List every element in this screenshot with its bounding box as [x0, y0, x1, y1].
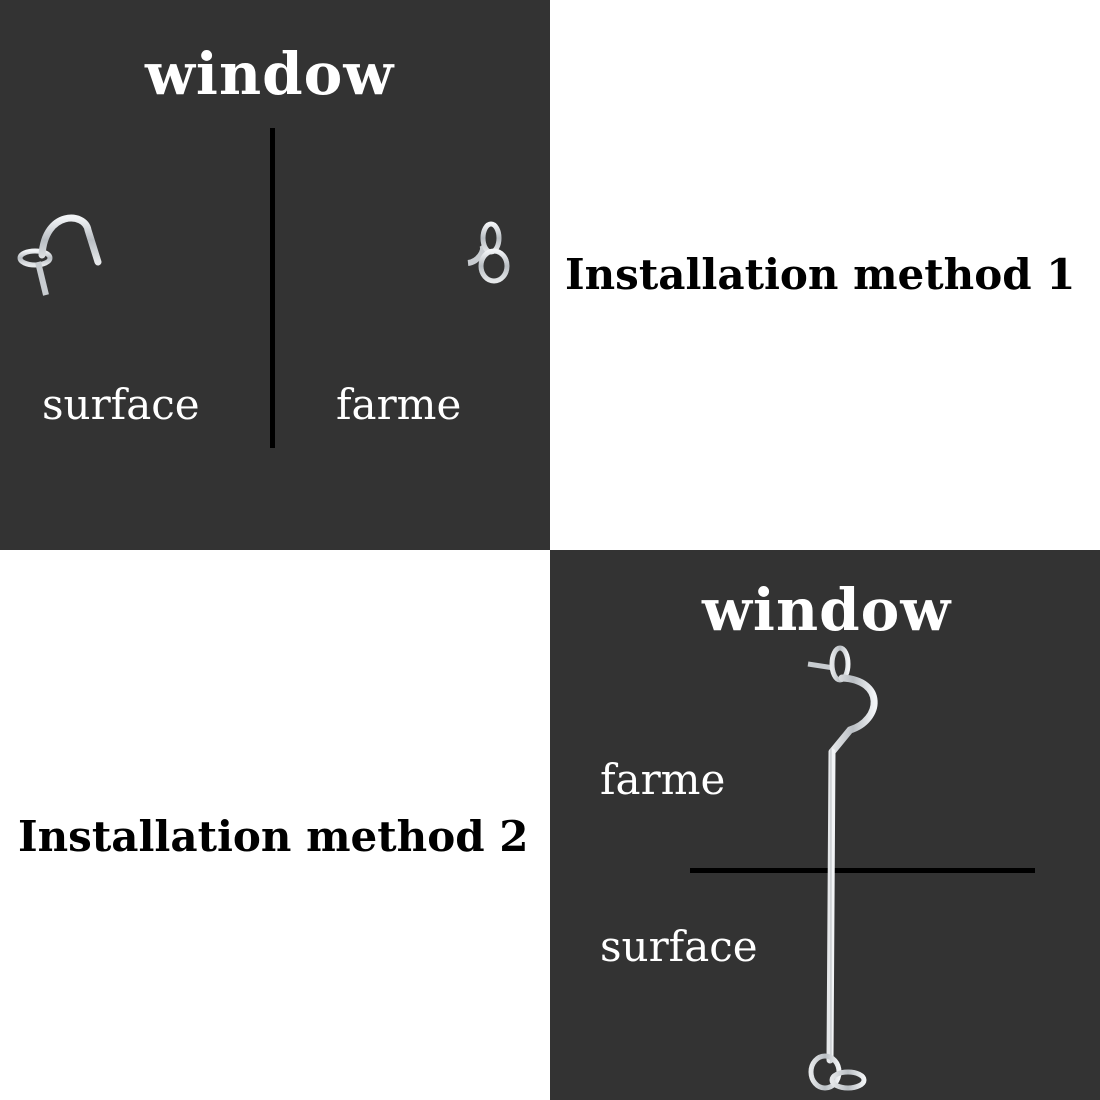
method2-surface-label: surface — [600, 922, 758, 971]
method1-diagram-panel: window surface farme — [0, 0, 550, 550]
hook-and-eye-icon — [807, 645, 878, 1091]
method1-title: Installation method 1 — [565, 250, 1076, 299]
method2-divider-line — [690, 868, 1035, 873]
method2-title-panel: Installation method 2 — [0, 550, 550, 1100]
method1-title-panel: Installation method 1 — [550, 0, 1100, 550]
method2-title: Installation method 2 — [18, 812, 529, 861]
method1-window-label: window — [145, 40, 395, 108]
method1-divider-line — [270, 128, 275, 448]
method1-frame-label: farme — [336, 380, 462, 429]
hook-and-eye-icon — [17, 214, 510, 296]
method1-surface-label: surface — [42, 380, 200, 429]
method2-frame-label: farme — [600, 755, 726, 804]
method2-window-label: window — [702, 576, 952, 644]
method2-diagram-panel: window farme surface — [550, 550, 1100, 1100]
